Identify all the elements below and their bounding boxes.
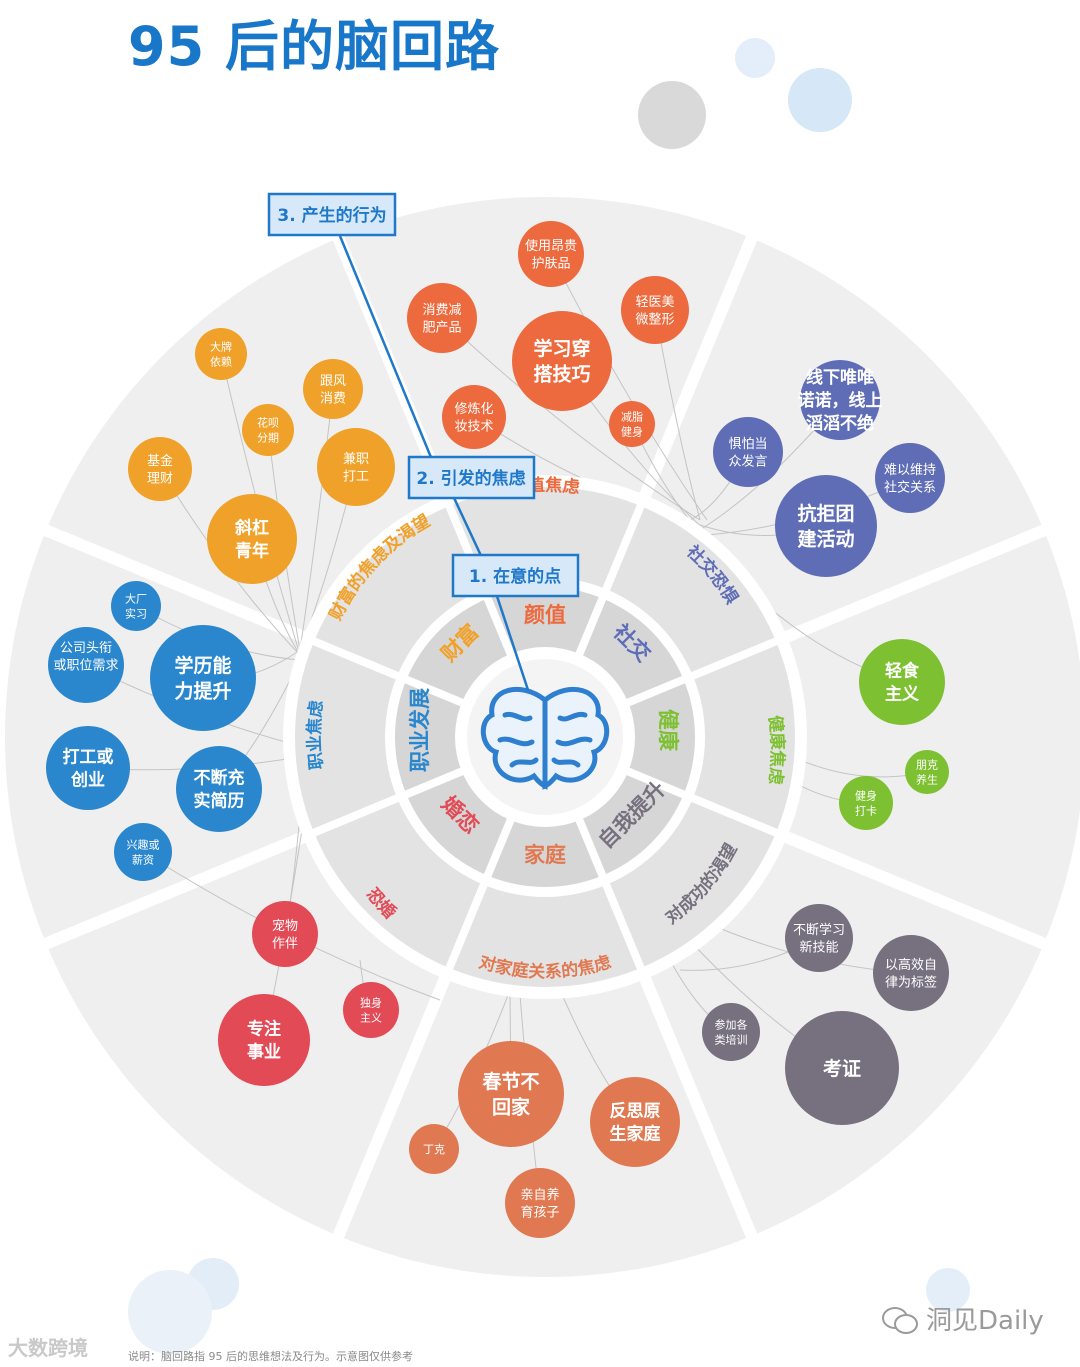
action-bubble: 难以维持社交关系	[875, 443, 945, 513]
action-bubble: 不断学习新技能	[785, 904, 853, 972]
decor-bubble	[926, 1268, 970, 1312]
action-bubble-text: 丁克	[423, 1143, 445, 1156]
action-bubble-text: 反思原生家庭	[610, 1102, 661, 1145]
label-1-text: 1. 在意的点	[469, 566, 561, 587]
action-bubble-text: 惧怕当众发言	[728, 436, 767, 470]
action-bubble-text: 跟风消费	[320, 374, 346, 407]
footer-note: 说明：脑回路指 95 后的思维想法及行为。示意图仅供参考	[128, 1350, 413, 1363]
action-bubble: 专注事业	[218, 994, 310, 1086]
label-3-text: 3. 产生的行为	[277, 205, 386, 226]
action-bubble-text: 公司头衔或职位需求	[53, 641, 118, 674]
action-bubble-text: 专注事业	[247, 1019, 281, 1063]
decor-bubble	[638, 81, 706, 149]
action-bubble-text: 打工或创业	[63, 747, 114, 791]
action-bubble: 大厂实习	[111, 581, 161, 631]
action-bubble: 丁克	[409, 1124, 459, 1174]
action-bubble-text: 轻食主义	[885, 661, 920, 705]
action-bubble: 学习穿搭技巧	[512, 311, 612, 411]
action-bubble: 反思原生家庭	[590, 1077, 680, 1167]
action-bubble-text: 兼职打工	[343, 452, 369, 485]
action-bubble: 线下唯唯诺诺，线上滔滔不绝	[798, 360, 883, 440]
brain-icon	[480, 686, 610, 790]
label-2-text: 2. 引发的焦虑	[416, 468, 525, 489]
action-bubble-text: 难以维持社交关系	[884, 463, 936, 496]
action-bubble: 跟风消费	[303, 359, 363, 419]
inner-sector-label: 健康	[656, 709, 680, 752]
action-bubble-text: 独身主义	[360, 996, 382, 1025]
action-bubble: 打工或创业	[46, 726, 130, 810]
action-bubble-text: 大牌依赖	[210, 340, 232, 369]
action-bubble: 基金理财	[128, 437, 192, 501]
action-bubble-text: 抗拒团建活动	[797, 502, 854, 551]
action-bubble: 学历能力提升	[150, 625, 256, 731]
decor-bubble	[788, 68, 852, 132]
action-bubble-text: 兴趣或薪资	[127, 838, 160, 867]
action-bubble-text: 基金理财	[147, 453, 173, 487]
action-bubble: 轻医美微整形	[621, 276, 689, 344]
action-bubble: 公司头衔或职位需求	[48, 627, 124, 703]
inner-sector-label: 颜值	[524, 603, 566, 627]
action-bubble: 减脂健身	[609, 401, 655, 447]
action-bubble-text: 亲自养育孩子	[520, 1187, 559, 1221]
inner-sector-label: 家庭	[524, 843, 566, 867]
action-bubble: 消费减肥产品	[407, 283, 477, 353]
action-bubble: 不断充实简历	[176, 746, 262, 832]
action-bubble-text: 不断学习新技能	[793, 922, 845, 956]
action-bubble-text: 春节不回家	[482, 1070, 539, 1119]
action-bubble-text: 不断充实简历	[194, 768, 245, 812]
inner-sector-label: 职业发展	[408, 688, 432, 772]
action-bubble: 修炼化妆技术	[442, 385, 506, 449]
page-title: 95 后的脑回路	[128, 15, 500, 78]
action-bubble: 独身主义	[343, 982, 399, 1038]
action-bubble: 轻食主义	[859, 639, 945, 725]
decor-bubble	[735, 38, 775, 78]
action-bubble-text: 参加各类培训	[715, 1018, 748, 1047]
action-bubble: 健身打卡	[839, 776, 893, 830]
label-2-anxiety: 2. 引发的焦虑	[407, 455, 536, 500]
label-1-focus: 1. 在意的点	[451, 553, 580, 598]
action-bubble-text: 线下唯唯诺诺，线上滔滔不绝	[798, 367, 883, 434]
action-bubble: 使用昂贵护肤品	[518, 221, 584, 287]
action-bubble-text: 使用昂贵护肤品	[525, 238, 577, 272]
action-bubble: 春节不回家	[458, 1041, 564, 1147]
action-bubble: 兴趣或薪资	[114, 823, 172, 881]
action-bubble-text: 花呗分期	[257, 417, 279, 445]
action-bubble: 斜杠青年	[207, 494, 297, 584]
action-bubble-text: 考证	[823, 1058, 861, 1080]
action-bubble: 宠物作伴	[252, 901, 318, 967]
decor-bubble	[128, 1270, 212, 1354]
action-bubble-text: 学习穿搭技巧	[533, 337, 590, 386]
action-bubble: 兼职打工	[317, 428, 395, 506]
action-bubble-text: 以高效自律为标签	[885, 957, 937, 991]
action-bubble-text: 健身打卡	[855, 789, 877, 818]
label-3-behavior: 3. 产生的行为	[267, 192, 397, 237]
action-bubble: 以高效自律为标签	[873, 935, 949, 1011]
action-bubble-text: 消费减肥产品	[422, 303, 461, 336]
action-bubble-text: 修炼化妆技术	[454, 402, 493, 435]
footer-logo: 大数跨境	[8, 1336, 88, 1360]
action-bubble-text: 宠物作伴	[272, 918, 298, 952]
action-bubble: 花呗分期	[242, 404, 294, 456]
action-bubble-text: 减脂健身	[621, 410, 643, 439]
action-bubble-text: 朋克养生	[916, 759, 938, 787]
watermark-text: 洞见Daily	[926, 1306, 1044, 1336]
wechat-icon	[880, 1305, 920, 1334]
watermark: 洞见Daily	[880, 1300, 1044, 1337]
action-bubble: 亲自养育孩子	[505, 1168, 575, 1238]
action-bubble: 惧怕当众发言	[713, 417, 783, 487]
action-bubble-text: 斜杠青年	[234, 518, 269, 562]
action-bubble: 抗拒团建活动	[775, 475, 877, 577]
action-bubble-text: 学历能力提升	[174, 654, 231, 703]
action-bubble: 大牌依赖	[195, 328, 247, 380]
action-bubble: 参加各类培训	[702, 1003, 760, 1061]
action-bubble: 考证	[785, 1011, 899, 1125]
action-bubble: 朋克养生	[905, 750, 949, 794]
action-bubble-text: 轻医美微整形	[635, 295, 674, 328]
action-bubble-text: 大厂实习	[125, 592, 147, 621]
